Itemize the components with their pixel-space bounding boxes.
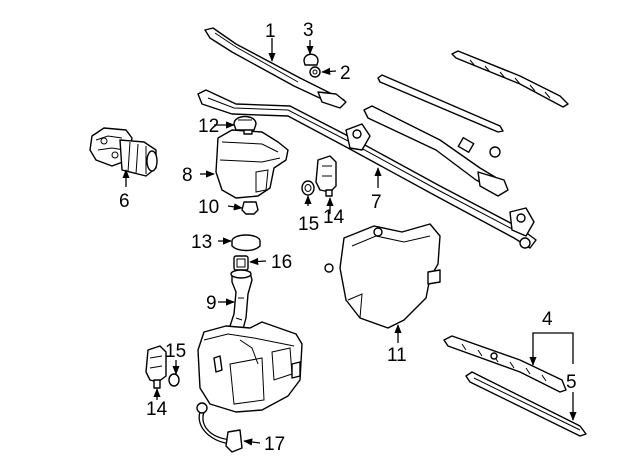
callout-9: 9 <box>206 293 217 314</box>
arm-cap <box>303 53 319 66</box>
callout-14-lower: 14 <box>146 399 168 420</box>
callout-17: 17 <box>264 434 285 455</box>
arm-nut <box>309 66 321 78</box>
wiper-blade-mid-right <box>377 74 504 133</box>
callout-10: 10 <box>198 197 219 218</box>
callout-13: 13 <box>191 232 212 253</box>
filler-seal-16 <box>233 255 249 271</box>
callout-4: 4 <box>542 309 553 330</box>
callout-15-upper: 15 <box>298 214 319 235</box>
washer-hose-17 <box>196 402 243 453</box>
callout-15-lower: 15 <box>165 341 186 362</box>
grommet-10 <box>241 201 259 215</box>
wiper-blade-refill-5 <box>465 371 587 437</box>
callout-8: 8 <box>182 165 193 186</box>
wiper-blade-upper-right <box>451 50 569 108</box>
callout-6: 6 <box>119 191 130 212</box>
callout-14-upper: 14 <box>323 207 345 228</box>
leader-lines <box>122 38 577 446</box>
callout-11: 11 <box>387 345 407 366</box>
washer-pump-upper <box>315 155 337 197</box>
callout-3: 3 <box>303 20 314 41</box>
wiper-linkage <box>197 89 537 249</box>
callout-1: 1 <box>265 21 276 42</box>
washer-reservoir-upper <box>215 125 289 199</box>
washer-reservoir-lower <box>197 321 303 413</box>
pump-grommet-lower <box>168 373 180 387</box>
reservoir-cap-12 <box>233 115 257 131</box>
pump-grommet-upper <box>301 180 315 196</box>
reservoir-shield-11 <box>324 223 441 329</box>
callout-7: 7 <box>371 192 382 213</box>
callout-labels: 1 2 3 4 5 6 7 8 9 10 11 12 13 14 14 15 1… <box>119 20 577 455</box>
wiper-motor <box>89 127 158 177</box>
filler-cap-13 <box>231 234 261 252</box>
wiper-arm-left <box>204 27 347 109</box>
wiper-blade-assembly-4 <box>443 335 567 393</box>
callout-2: 2 <box>340 63 351 84</box>
callout-16: 16 <box>271 252 292 273</box>
wiper-arm-right <box>363 105 509 197</box>
washer-pump-lower <box>145 345 167 389</box>
callout-5: 5 <box>566 372 577 393</box>
callout-12: 12 <box>198 116 219 137</box>
